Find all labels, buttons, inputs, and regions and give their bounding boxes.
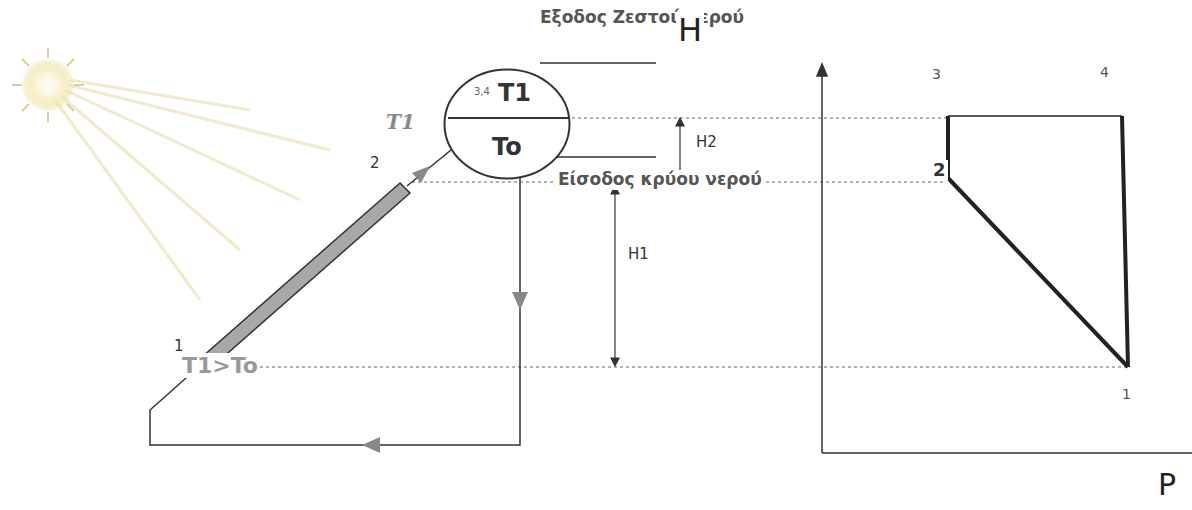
pipe-loop — [150, 150, 520, 445]
temperature-label: T1 — [384, 111, 417, 134]
dimension-label: H1 — [626, 246, 651, 263]
point-label: 4 — [1098, 64, 1111, 80]
dimension-arrows — [611, 118, 684, 366]
sun — [22, 59, 74, 111]
cycle-curve — [948, 116, 1128, 367]
point-label: 2 — [931, 160, 948, 181]
inlet-label: Είσοδος κρύου νερού — [556, 170, 764, 190]
axis-label: H — [676, 12, 704, 49]
flow-arrow — [512, 292, 528, 310]
point-label: 3,4 — [472, 86, 492, 98]
temperature-condition: T1>To — [180, 353, 260, 378]
flow-arrow — [362, 437, 380, 453]
point-label: 1 — [1120, 386, 1133, 402]
outlet-label: Εξοδος Ζεστού νερού — [538, 8, 746, 28]
sun-spikes — [12, 48, 84, 122]
storage-tank: T1To — [443, 68, 571, 180]
graph-axes — [817, 64, 1192, 453]
flow-arrow — [412, 166, 430, 183]
dimension-label: H2 — [694, 134, 719, 151]
tank-temperature: To — [492, 134, 522, 160]
solar-collector — [202, 183, 410, 367]
axis-label: P — [1156, 468, 1178, 503]
outlet-line — [540, 62, 656, 64]
callout-number: 2 — [368, 155, 382, 172]
point-label: 3 — [930, 66, 943, 82]
tank-temperature: T1 — [498, 80, 531, 106]
sun-rays — [55, 80, 330, 300]
